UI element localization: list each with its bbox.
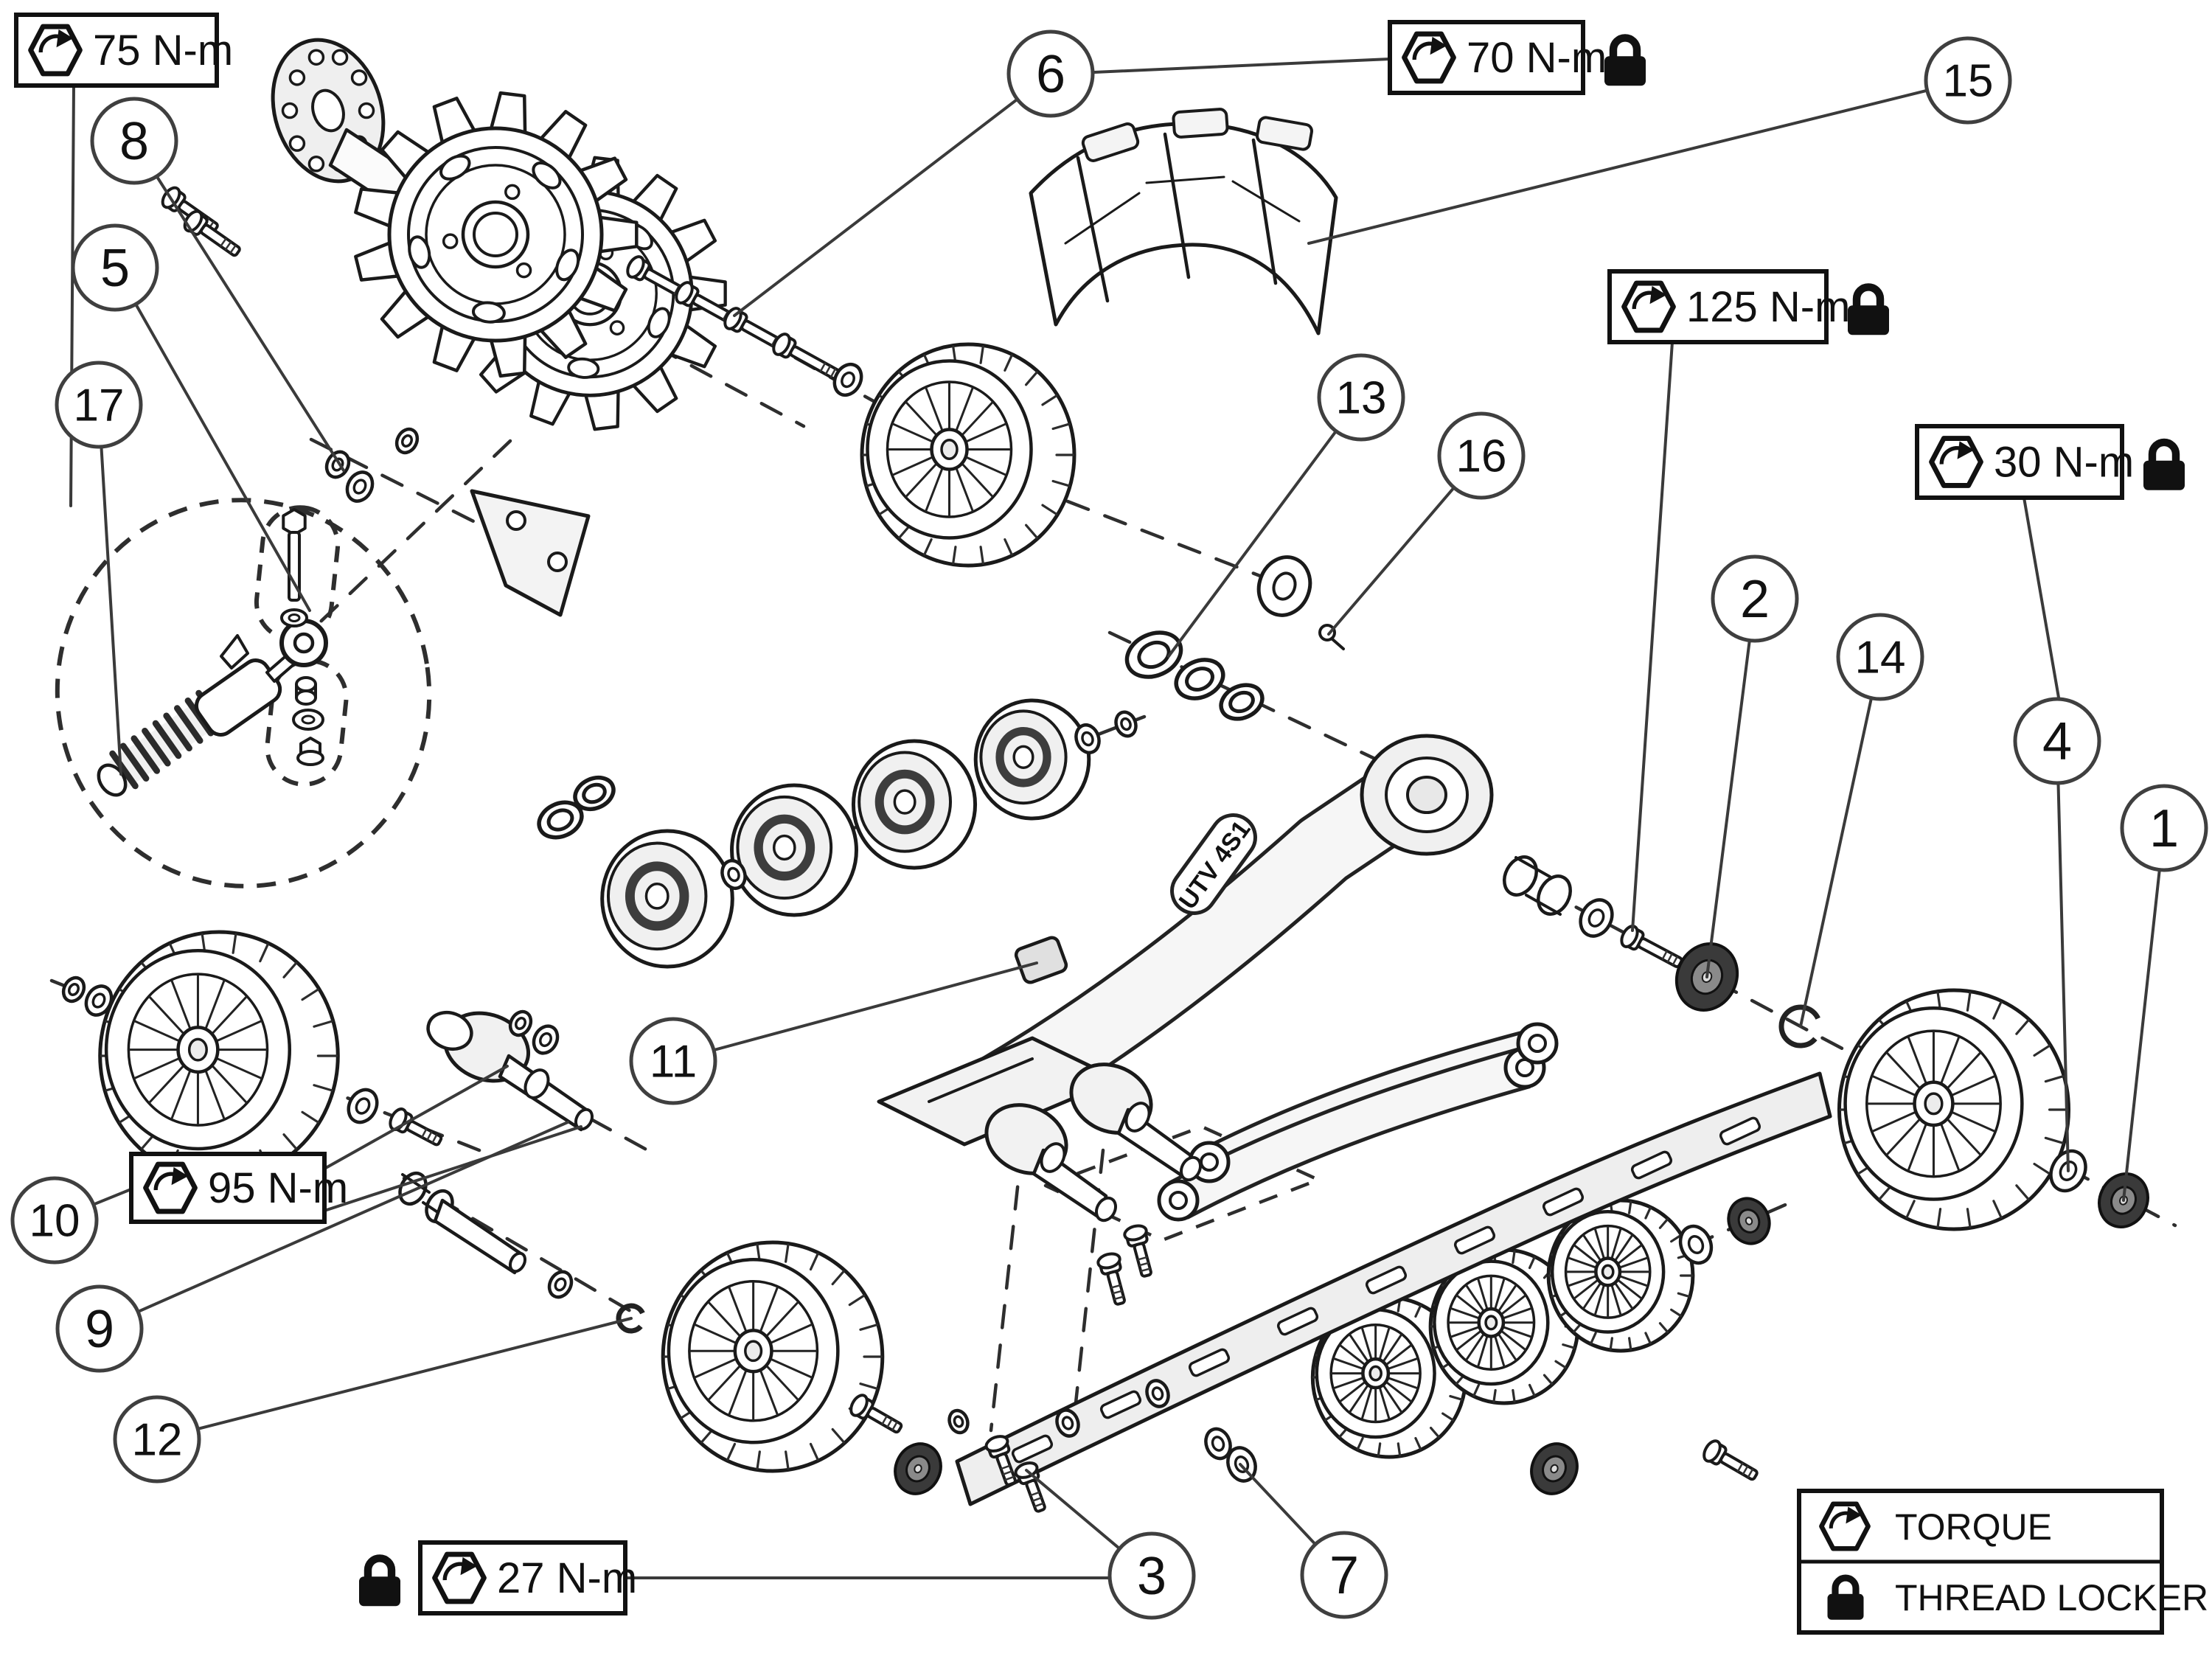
callout-16: 16 xyxy=(1437,411,1526,500)
legend: TORQUE THREAD LOCKER xyxy=(1797,1489,2208,1635)
torque-label-75N-m: 75 N-m xyxy=(14,13,233,88)
callout-number: 3 xyxy=(1137,1547,1166,1606)
callout-3: 3 xyxy=(1107,1531,1196,1620)
legend-threadlocker-label: THREAD LOCKER xyxy=(1895,1577,2208,1618)
callout-number: 1 xyxy=(2149,799,2179,858)
road-wheel-top xyxy=(860,342,1077,568)
track-tensioner xyxy=(97,508,328,797)
torque-label-70N-m: 70 N-m xyxy=(1388,20,1646,95)
torque-label-30N-m: 30 N-m xyxy=(1915,424,2185,500)
torque-value: 30 N-m xyxy=(1994,439,2134,487)
callout-12: 12 xyxy=(113,1395,201,1484)
lock-icon xyxy=(1604,38,1646,86)
torque-value: 75 N-m xyxy=(93,27,233,74)
callout-number: 8 xyxy=(119,112,149,171)
lock-icon xyxy=(2143,442,2185,490)
torque-labels: 75 N-m 70 N-m 125 N-m 30 N-m 95 N-m 27 N-m xyxy=(14,13,2185,1615)
callout-number: 15 xyxy=(1943,56,1994,107)
callout-7: 7 xyxy=(1300,1531,1388,1619)
slide-rail xyxy=(955,1071,1832,1506)
callout-number: 13 xyxy=(1336,373,1387,424)
callout-number: 17 xyxy=(74,380,125,431)
callout-5: 5 xyxy=(71,223,159,312)
callout-2: 2 xyxy=(1711,554,1799,643)
bogie-wheel-1 xyxy=(1310,1295,1468,1459)
legend-torque-label: TORQUE xyxy=(1895,1506,2052,1548)
callout-number: 2 xyxy=(1740,570,1770,629)
mid-roller-4 xyxy=(973,698,1091,821)
track-segment xyxy=(1029,108,1338,335)
lock-icon xyxy=(1848,287,1889,335)
torque-label-27N-m: 27 N-m xyxy=(359,1540,637,1615)
callout-17: 17 xyxy=(55,361,143,449)
callout-number: 5 xyxy=(100,239,130,298)
torque-value: 125 N-m xyxy=(1686,283,1850,331)
callout-6: 6 xyxy=(1006,29,1095,118)
callout-8: 8 xyxy=(90,97,178,185)
stub-axle xyxy=(1069,1062,1202,1182)
callout-1: 1 xyxy=(2120,784,2208,872)
mid-roller-1 xyxy=(600,829,734,969)
callout-number: 12 xyxy=(132,1415,183,1466)
mid-roller-3 xyxy=(851,739,978,870)
callout-4: 4 xyxy=(2013,697,2101,785)
callout-15: 15 xyxy=(1924,36,2012,125)
callout-number: 16 xyxy=(1456,431,1507,482)
mechanical-parts xyxy=(61,38,2149,1513)
mid-roller-2 xyxy=(730,783,858,917)
callout-number: 7 xyxy=(1329,1546,1359,1605)
mount-bracket xyxy=(470,489,591,617)
bogie-wheel-3 xyxy=(1546,1198,1695,1353)
stub-axle xyxy=(984,1103,1117,1222)
leader-lines xyxy=(53,58,2166,1579)
callout-number: 4 xyxy=(2042,712,2072,771)
callout-number: 14 xyxy=(1855,633,1906,684)
callout-14: 14 xyxy=(1836,613,1924,701)
torque-label-125N-m: 125 N-m xyxy=(1607,269,1889,344)
road-wheel-left xyxy=(98,930,340,1182)
road-wheel-right xyxy=(1837,988,2071,1231)
part-badge-outline xyxy=(1170,813,1257,915)
callout-9: 9 xyxy=(55,1284,144,1373)
spindle-assembly xyxy=(398,1009,647,1334)
swing-arm xyxy=(877,734,1559,1222)
callout-number: 11 xyxy=(650,1037,697,1088)
drive-sprocket-front xyxy=(354,91,639,378)
callout-number: 6 xyxy=(1036,45,1065,104)
torque-label-95N-m: 95 N-m xyxy=(129,1152,348,1224)
torque-value: 70 N-m xyxy=(1467,34,1607,82)
lock-icon xyxy=(359,1558,400,1606)
torque-value: 27 N-m xyxy=(497,1554,637,1602)
road-wheel-bottom-left xyxy=(661,1240,885,1473)
callout-number: 10 xyxy=(29,1196,80,1247)
callout-11: 11 xyxy=(629,1017,717,1105)
callout-13: 13 xyxy=(1317,353,1405,442)
torque-value: 95 N-m xyxy=(208,1164,348,1212)
callout-10: 10 xyxy=(10,1176,99,1265)
callout-number: 9 xyxy=(85,1300,114,1359)
